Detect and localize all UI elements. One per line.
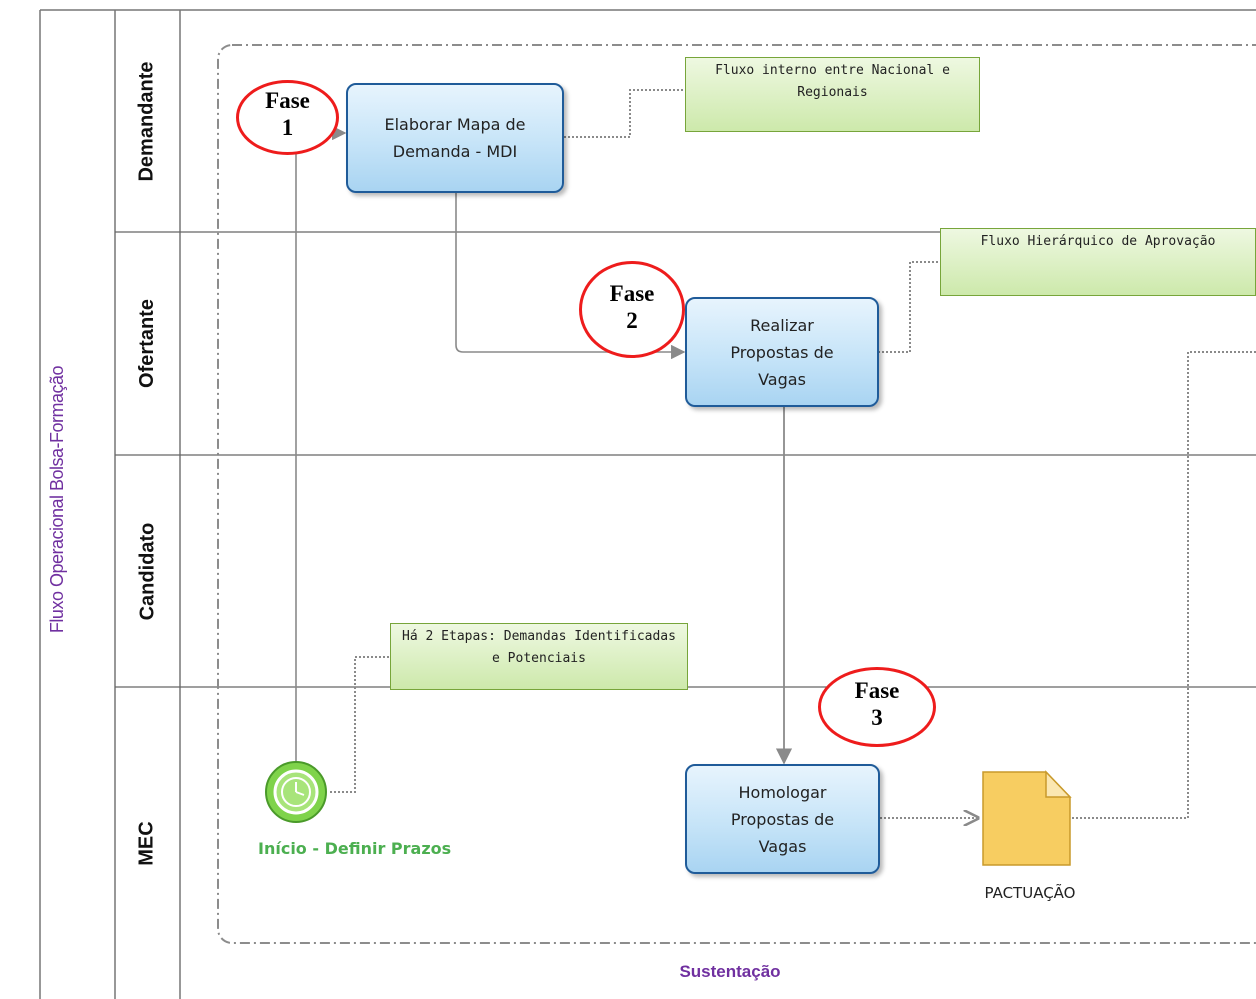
start-event[interactable] xyxy=(264,764,328,828)
group-border xyxy=(217,44,1256,944)
flow-mapa-to-propostas xyxy=(455,192,686,360)
pool-label: Fluxo Operacional Bolsa-Formação xyxy=(47,365,67,634)
lane-mec: MEC xyxy=(135,820,158,866)
document-icon xyxy=(982,770,1072,866)
assoc-start-etapas xyxy=(330,656,390,793)
assoc-doc-out xyxy=(1072,351,1256,819)
document-label: PACTUAÇÃO xyxy=(984,884,1076,902)
assoc-propostas-hierarquico xyxy=(878,261,940,353)
annotation-fluxo-hierarquico[interactable]: Fluxo Hierárquico de Aprovação xyxy=(940,228,1256,296)
task-homologar-propostas[interactable]: Homologar Propostas de Vagas xyxy=(685,764,880,874)
assoc-mapa-interno xyxy=(564,89,685,138)
flow-start-to-mapa xyxy=(295,125,347,775)
phase-3-marker: Fase 3 xyxy=(818,667,936,747)
annotation-etapas[interactable]: Há 2 Etapas: Demandas Identificadas e Po… xyxy=(390,623,688,690)
lane-demandante: Demandante xyxy=(136,60,158,182)
task-elaborar-mapa[interactable]: Elaborar Mapa de Demanda - MDI xyxy=(346,83,564,193)
document-pactuacao[interactable] xyxy=(983,772,1070,865)
annotation-fluxo-interno[interactable]: Fluxo interno entre Nacional e Regionais xyxy=(685,57,980,132)
lane-ofertante: Ofertante xyxy=(136,299,158,388)
phase-1-marker: Fase 1 xyxy=(236,80,339,155)
phase-2-marker: Fase 2 xyxy=(579,261,685,358)
start-event-label: Início - Definir Prazos xyxy=(258,839,452,858)
lane-candidato: Candidato xyxy=(136,522,158,620)
group-label: Sustentação xyxy=(679,962,781,981)
task-realizar-propostas[interactable]: Realizar Propostas de Vagas xyxy=(685,297,879,407)
timer-icon xyxy=(265,761,327,823)
